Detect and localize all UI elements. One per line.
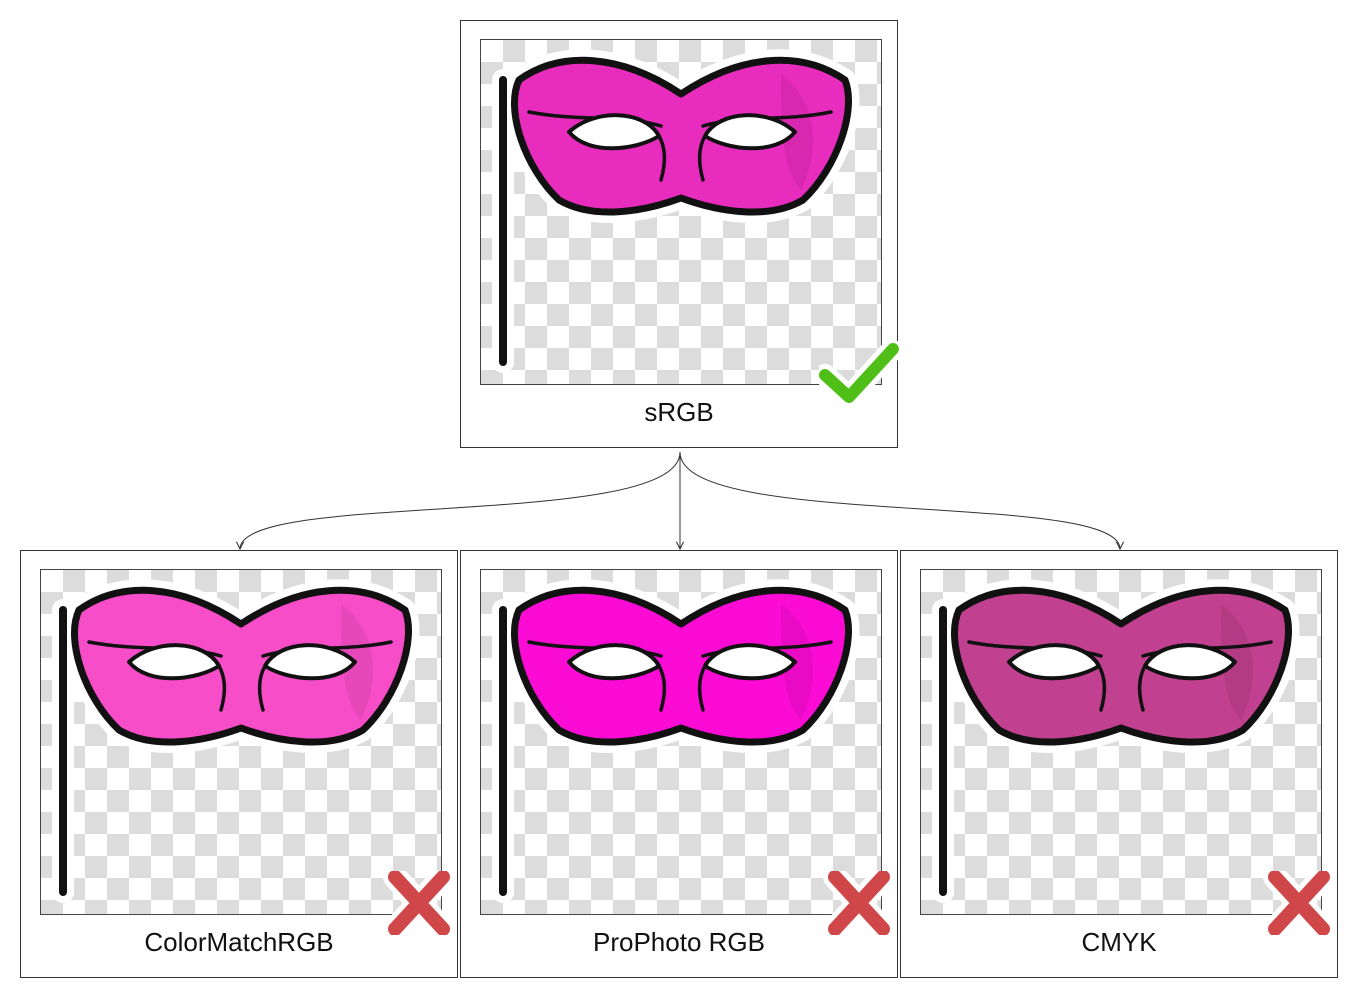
mask-icon — [481, 40, 882, 385]
node-cmyk: CMYK — [900, 550, 1338, 978]
check-icon — [819, 341, 899, 405]
mask-preview — [480, 569, 882, 915]
connector-to-colormatchrgb — [240, 452, 680, 549]
cross-icon — [1259, 871, 1339, 935]
node-prophoto-rgb: ProPhoto RGB — [460, 550, 898, 978]
node-colormatchrgb: ColorMatchRGB — [20, 550, 458, 978]
mask-preview — [40, 569, 442, 915]
mask-icon — [481, 570, 882, 915]
mask-preview — [920, 569, 1322, 915]
node-srgb: sRGB — [460, 20, 898, 448]
mask-preview — [480, 39, 882, 385]
cross-icon — [819, 871, 899, 935]
mask-icon — [41, 570, 442, 915]
mask-icon — [921, 570, 1322, 915]
cross-icon — [379, 871, 459, 935]
connector-to-cmyk — [680, 452, 1120, 549]
